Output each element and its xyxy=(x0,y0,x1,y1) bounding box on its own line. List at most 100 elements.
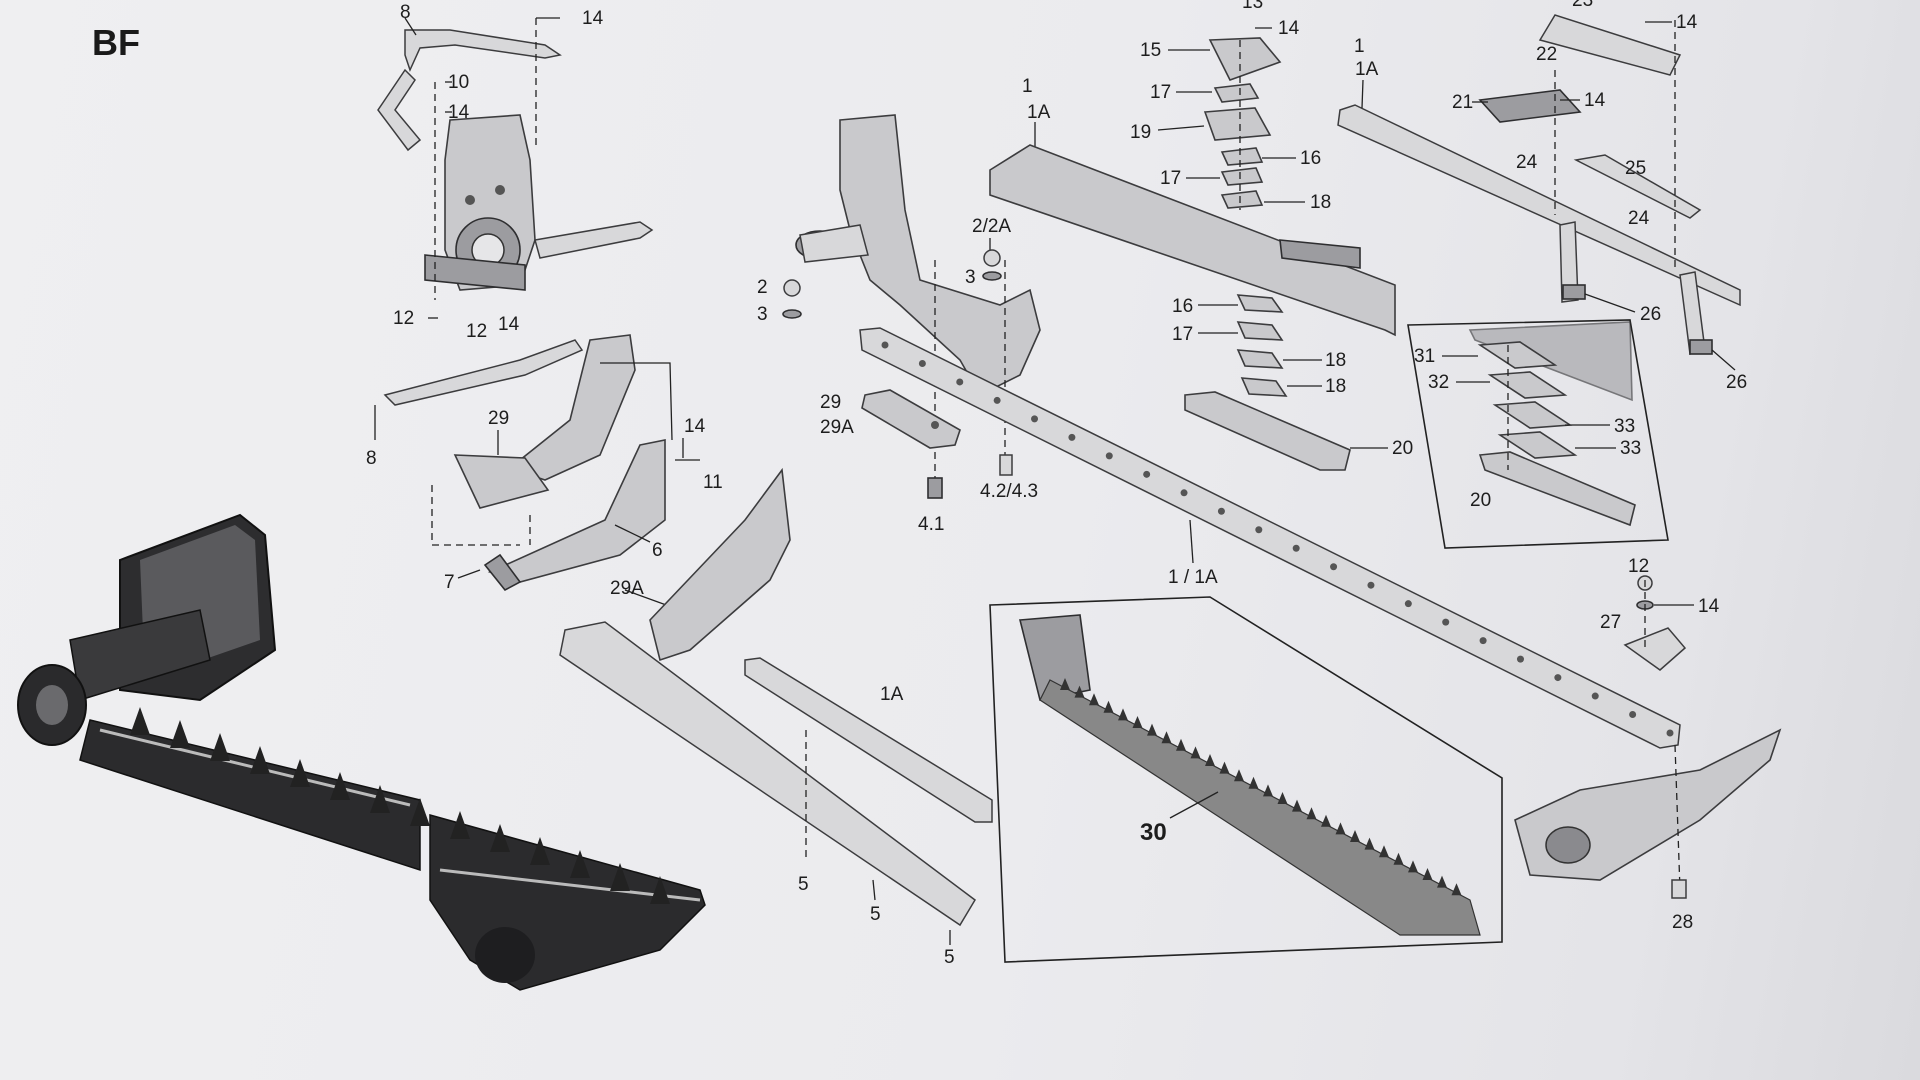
callout-6: 6 xyxy=(652,540,663,561)
right-end-clamp xyxy=(1623,575,1687,671)
knife-section-tooth xyxy=(1103,700,1114,713)
knife-section-tooth xyxy=(1379,845,1389,858)
knife-tooth xyxy=(330,772,350,800)
clip-stack-upper xyxy=(1203,37,1282,209)
callout-16-a: 16 xyxy=(1300,148,1321,169)
callout-14-mid: 14 xyxy=(498,314,520,335)
bar-hole xyxy=(1143,470,1151,478)
knife-tooth xyxy=(210,733,230,761)
knife-tooth xyxy=(410,798,430,826)
knife-section-tooth xyxy=(1161,731,1172,744)
callout-26-a: 26 xyxy=(1640,304,1661,325)
knife-section-tooth xyxy=(1321,814,1331,827)
knife-section xyxy=(1018,614,1481,936)
callout-1A-right: 1A xyxy=(1355,59,1379,80)
inset-frame-upper xyxy=(1407,319,1669,549)
callout-33-b: 33 xyxy=(1620,438,1641,459)
callout-31: 31 xyxy=(1414,346,1435,367)
knife-section-tooth xyxy=(1335,822,1346,835)
knife-section-tooth xyxy=(1147,723,1157,736)
callout-14-f: 14 xyxy=(1278,18,1300,39)
callout-10: 10 xyxy=(448,72,469,93)
bar-hole xyxy=(1629,711,1637,719)
knife-section-tooth xyxy=(1364,837,1375,850)
callout-12-mid: 12 xyxy=(466,321,487,342)
knife-section-tooth xyxy=(1118,708,1128,721)
callout-3-right: 3 xyxy=(965,267,976,288)
callout-14-right: 14 xyxy=(1698,596,1720,617)
knife-section-tooth xyxy=(1176,738,1186,751)
knife-tooth xyxy=(450,811,470,839)
bar-hole xyxy=(1479,637,1487,645)
gearbox-bracket-upper-left xyxy=(377,29,654,291)
bar-hole xyxy=(1554,674,1562,682)
bar-hole xyxy=(1591,692,1599,700)
bar-hole xyxy=(1217,507,1225,515)
callout-18-a: 18 xyxy=(1310,192,1331,213)
callout-16-b: 16 xyxy=(1172,296,1193,317)
knife-section-tooth xyxy=(1422,868,1433,880)
callout-29-center: 29 xyxy=(820,392,841,413)
bar-hole xyxy=(1105,452,1113,460)
callout-21: 21 xyxy=(1452,92,1473,113)
callout-1A-center: 1A xyxy=(1027,102,1051,123)
skid-shoe-group xyxy=(383,334,666,592)
bar-hole xyxy=(1367,581,1375,589)
knife-section-tooth xyxy=(1292,799,1302,812)
callout-14-top: 14 xyxy=(582,8,604,29)
knife-section-tooth xyxy=(1132,716,1143,728)
knife-tooth xyxy=(170,720,190,748)
callout-14-h: 14 xyxy=(1584,90,1606,111)
knife-tooth xyxy=(530,837,550,865)
inset-frame-knife xyxy=(989,596,1503,963)
callout-7: 7 xyxy=(444,572,455,593)
cutter-bar-long xyxy=(859,327,1681,749)
callout-1-center: 1 xyxy=(1022,76,1033,97)
right-bar-assembly xyxy=(1337,14,1741,355)
knife-tooth xyxy=(250,746,270,774)
guard-shield-plate xyxy=(989,144,1396,337)
callout-30: 30 xyxy=(1140,819,1167,846)
bar-hole xyxy=(881,341,889,349)
callout-17-b: 17 xyxy=(1160,168,1181,189)
divider-shoe-right xyxy=(1514,728,1782,881)
callout-3-left: 3 xyxy=(757,304,768,325)
callout-33-a: 33 xyxy=(1614,416,1635,437)
bar-hole xyxy=(1404,600,1412,608)
knife-section-tooth xyxy=(1306,807,1317,820)
lower-finger-bar-5 xyxy=(559,467,976,927)
knife-tooth xyxy=(130,707,150,735)
callout-2-2A: 2/2A xyxy=(972,216,1011,237)
callout-12-right: 12 xyxy=(1628,556,1649,577)
callout-17-c: 17 xyxy=(1172,324,1193,345)
assembled-mower-render xyxy=(17,513,706,991)
bar-hole xyxy=(1666,729,1674,737)
bar-hole xyxy=(918,359,926,367)
knife-section-tooth xyxy=(1248,776,1259,789)
knife-section-tooth xyxy=(1350,830,1360,842)
callout-28: 28 xyxy=(1672,912,1693,933)
knife-section-tooth xyxy=(1190,746,1201,759)
callout-13: 13 xyxy=(1242,0,1263,13)
bar-hole xyxy=(1031,415,1039,423)
knife-section-tooth xyxy=(1219,761,1230,774)
knife-section-tooth xyxy=(1451,883,1462,896)
callout-23: 23 xyxy=(1572,0,1593,11)
callout-29A-center: 29A xyxy=(820,417,854,438)
callout-18-c: 18 xyxy=(1325,376,1346,397)
bar-hole xyxy=(1442,618,1450,626)
callout-29A-low: 29A xyxy=(610,578,644,599)
center-gearbox-bracket xyxy=(795,114,1041,397)
callout-25: 25 xyxy=(1625,158,1646,179)
clip-stack-lower xyxy=(1184,294,1351,471)
callout-5-b: 5 xyxy=(870,904,881,925)
knife-section-tooth xyxy=(1060,678,1070,690)
bar-hole xyxy=(1292,544,1300,552)
callout-24-b: 24 xyxy=(1628,208,1650,229)
callout-1A-lower: 1A xyxy=(880,684,904,705)
bar-hole xyxy=(1330,563,1338,571)
callout-5-a: 5 xyxy=(798,874,809,895)
callout-19: 19 xyxy=(1130,122,1151,143)
